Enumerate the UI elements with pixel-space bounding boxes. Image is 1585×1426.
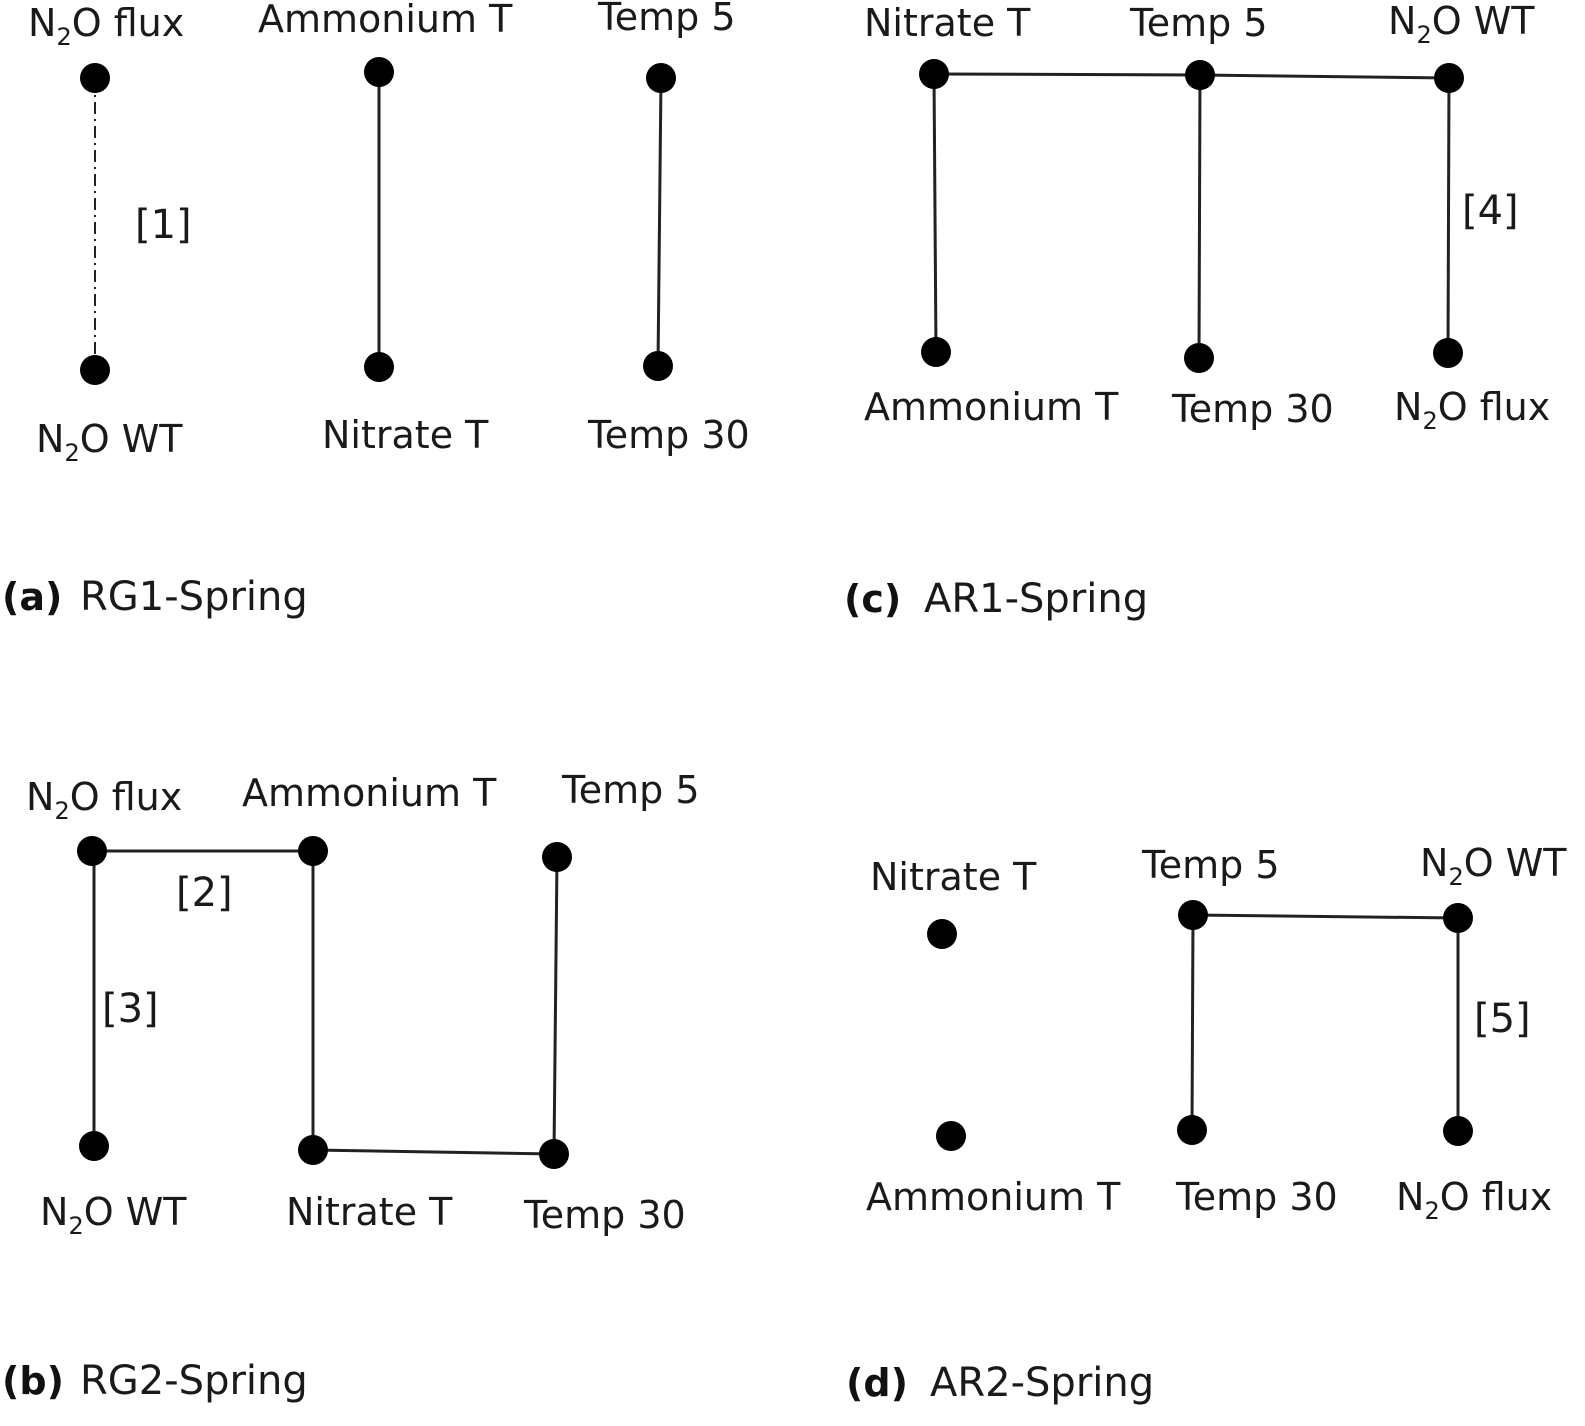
node-n2o-flux xyxy=(80,63,110,93)
edge-nitrate-temp30 xyxy=(312,1148,555,1156)
label-nitrate-t: Nitrate T xyxy=(286,1190,453,1234)
label-n2o-wt: N2O WT xyxy=(36,417,183,467)
node-temp30 xyxy=(643,351,673,381)
panel-a-letter: (a) xyxy=(2,575,62,619)
label-ammonium-t: Ammonium T xyxy=(258,0,513,41)
node-temp30 xyxy=(1184,343,1214,373)
label-temp30: Temp 30 xyxy=(587,413,750,457)
edge-n2o-wt-n2o-flux xyxy=(1446,77,1451,354)
edge-temp5-n2o-wt xyxy=(1199,73,1450,80)
node-n2o-flux xyxy=(1443,1116,1473,1146)
node-temp5 xyxy=(1178,900,1208,930)
edge-temp5-n2o-wt xyxy=(1192,913,1459,920)
edge-temp5-temp30 xyxy=(1190,914,1195,1131)
panel-b-title: RG2-Spring xyxy=(80,1358,308,1404)
label-temp30: Temp 30 xyxy=(523,1193,686,1237)
node-n2o-flux xyxy=(1433,338,1463,368)
label-n2o-flux: N2O flux xyxy=(26,775,182,825)
label-temp5: Temp 5 xyxy=(597,0,736,39)
label-n2o-flux: N2O flux xyxy=(1396,1175,1552,1225)
label-nitrate-t: Nitrate T xyxy=(864,1,1031,45)
edge-nitrate-temp5 xyxy=(933,72,1201,77)
node-ammonium-t xyxy=(298,836,328,866)
node-n2o-wt xyxy=(80,355,110,385)
edge-label-3: [3] xyxy=(102,986,159,1032)
node-ammonium-t xyxy=(921,337,951,367)
label-ammonium-t: Ammonium T xyxy=(864,385,1119,429)
label-n2o-flux: N2O flux xyxy=(28,1,184,51)
panel-c: Nitrate T Temp 5 N2O WT Ammonium T Temp … xyxy=(844,0,1550,622)
panel-a: N2O flux N2O WT Ammonium T Nitrate T Tem… xyxy=(2,0,750,620)
node-nitrate-t xyxy=(927,919,957,949)
panel-d: Nitrate T Ammonium T Temp 5 N2O WT Temp … xyxy=(846,841,1567,1406)
label-nitrate-t: Nitrate T xyxy=(870,855,1037,899)
edge-label-2: [2] xyxy=(176,870,233,916)
panel-d-title: AR2-Spring xyxy=(930,1360,1154,1406)
panel-a-title: RG1-Spring xyxy=(80,574,308,620)
label-temp30: Temp 30 xyxy=(1171,387,1334,431)
edge-temp5-temp30 xyxy=(552,856,559,1155)
label-ammonium-t: Ammonium T xyxy=(242,771,497,815)
edge-label-4: [4] xyxy=(1462,188,1519,234)
node-nitrate-t xyxy=(919,59,949,89)
node-n2o-wt xyxy=(1434,63,1464,93)
label-temp5: Temp 5 xyxy=(1129,1,1268,45)
node-n2o-flux xyxy=(77,836,107,866)
node-n2o-wt xyxy=(1443,903,1473,933)
edge-label-1: [1] xyxy=(135,202,192,248)
panel-b: N2O flux N2O WT Ammonium T Nitrate T Tem… xyxy=(2,768,700,1404)
node-temp30 xyxy=(539,1139,569,1169)
node-ammonium-t xyxy=(364,57,394,87)
label-n2o-wt: N2O WT xyxy=(1388,0,1535,49)
edge-label-5: [5] xyxy=(1474,996,1531,1042)
panel-d-letter: (d) xyxy=(846,1361,908,1405)
edge-temp5-temp30 xyxy=(1197,74,1202,359)
label-temp5: Temp 5 xyxy=(1141,843,1280,887)
label-nitrate-t: Nitrate T xyxy=(322,413,489,457)
label-temp30: Temp 30 xyxy=(1175,1175,1338,1219)
node-temp5 xyxy=(1185,60,1215,90)
node-nitrate-t xyxy=(364,352,394,382)
label-ammonium-t: Ammonium T xyxy=(866,1175,1121,1219)
label-temp5: Temp 5 xyxy=(561,768,700,812)
label-n2o-flux: N2O flux xyxy=(1394,385,1550,435)
node-n2o-wt xyxy=(79,1131,109,1161)
label-n2o-wt: N2O WT xyxy=(1420,841,1567,891)
node-ammonium-t xyxy=(936,1121,966,1151)
node-temp30 xyxy=(1177,1115,1207,1145)
node-temp5 xyxy=(646,63,676,93)
panel-c-letter: (c) xyxy=(844,577,901,621)
node-nitrate-t xyxy=(298,1135,328,1165)
label-n2o-wt: N2O WT xyxy=(40,1190,187,1240)
node-temp5 xyxy=(542,842,572,872)
panel-c-title: AR1-Spring xyxy=(924,576,1148,622)
edge-nitrate-ammonium xyxy=(932,73,938,353)
edge-temp5-temp30 xyxy=(656,77,663,367)
panel-b-letter: (b) xyxy=(2,1359,64,1403)
